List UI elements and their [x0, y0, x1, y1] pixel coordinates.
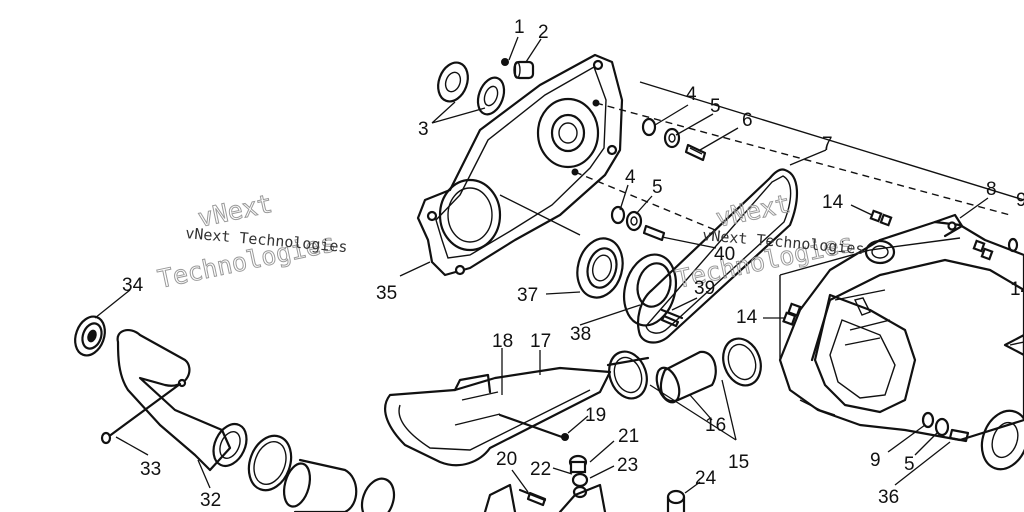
callout-33: 33 [140, 459, 161, 480]
watermark-big-line1: vNext [713, 189, 793, 233]
part-35-inner-cover [416, 53, 624, 277]
callout-21: 21 [618, 426, 639, 447]
callout-5-upper: 5 [710, 96, 721, 117]
callout-34: 34 [122, 275, 144, 296]
lower-left-clamps-hose [247, 434, 396, 512]
callout-1: 1 [514, 17, 525, 38]
watermark-left: vNext Technologies vNext Technologies [155, 188, 348, 294]
part-18-intake-boot [384, 366, 612, 467]
part-15-16-17-clamps-hose [606, 337, 762, 404]
callout-8: 8 [986, 179, 997, 200]
callout-22: 22 [530, 459, 551, 480]
part-37-seal [576, 237, 624, 299]
callout-6: 6 [742, 110, 753, 131]
callout-9-lower: 9 [870, 450, 881, 471]
part-9-5-36-fasteners [921, 237, 1019, 443]
callout-4-upper: 4 [686, 84, 697, 105]
callout-23: 23 [617, 455, 638, 476]
leader-lines [94, 36, 989, 494]
callout-2: 2 [538, 22, 549, 43]
callout-9-right: 9 [1016, 190, 1024, 211]
part-4-5-40-fasteners-lower [610, 205, 666, 242]
callout-32: 32 [200, 490, 221, 511]
part-19-screw [498, 413, 569, 441]
part-1-2-bushing [501, 58, 535, 80]
callout-14-top: 14 [822, 192, 844, 213]
callout-20: 20 [496, 449, 517, 470]
callout-14-mid: 14 [736, 307, 758, 328]
callout-24: 24 [695, 468, 717, 489]
callout-39: 39 [694, 278, 715, 299]
callout-5-right: 5 [904, 454, 915, 475]
part-7-drive-belt [636, 168, 799, 344]
callout-15: 15 [728, 452, 749, 473]
callout-7: 7 [822, 134, 833, 155]
callout-14-right: 14 [1010, 279, 1024, 300]
callout-labels: 1 2 3 4 5 6 7 8 9 14 14 14 4 5 40 35 37 … [122, 17, 1024, 511]
callout-37: 37 [517, 285, 538, 306]
callout-19: 19 [585, 405, 606, 426]
callout-38: 38 [570, 324, 591, 345]
callout-17: 17 [530, 331, 551, 352]
callout-16: 16 [705, 415, 726, 436]
callout-18: 18 [492, 331, 513, 352]
part-8-outer-cover [778, 213, 1024, 471]
callout-4-lower: 4 [625, 167, 636, 188]
part-34-seal [74, 315, 106, 357]
part-4-5-6-fasteners-upper [641, 117, 707, 162]
callout-3: 3 [418, 119, 429, 140]
callout-40: 40 [714, 244, 735, 265]
part-32-intake-duct [116, 329, 248, 472]
part-33-screw [100, 382, 182, 445]
part-20-24-lower-hardware [483, 454, 686, 512]
callout-35: 35 [376, 283, 397, 304]
part-14-clips [782, 209, 994, 326]
callout-5-lower: 5 [652, 177, 663, 198]
callout-36: 36 [878, 487, 899, 508]
part-3-washers [437, 61, 506, 116]
part-38-bearing-plate [623, 253, 684, 328]
